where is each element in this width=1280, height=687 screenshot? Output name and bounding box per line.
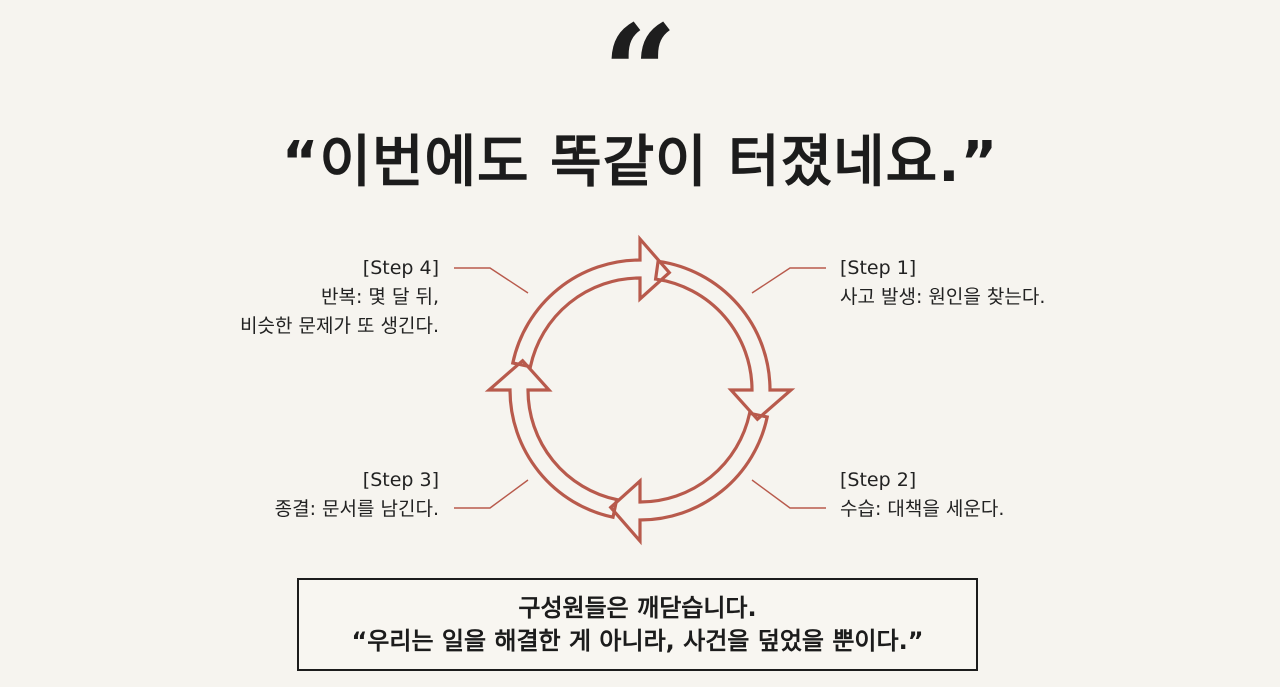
- step-1-label: [Step 1] 사고 발생: 원인을 찾는다.: [840, 254, 1045, 312]
- step-1-tag: [Step 1]: [840, 257, 917, 279]
- step-1-text: 사고 발생: 원인을 찾는다.: [840, 286, 1046, 308]
- headline: “이번에도 똑같이 터졌네요.”: [281, 130, 999, 195]
- step-4-text-2: 비슷한 문제가 또 생긴다.: [240, 315, 439, 337]
- step-4-tag: [Step 4]: [362, 257, 439, 279]
- step-3-tag: [Step 3]: [362, 469, 439, 491]
- step-3-label: [Step 3] 종결: 문서를 남긴다.: [275, 466, 439, 524]
- callout-box: 구성원들은 깨닫습니다. “우리는 일을 해결한 게 아니라, 사건을 덮었을 …: [297, 578, 978, 671]
- connector-step-3: [454, 479, 529, 509]
- cycle-arrow-4: [510, 234, 672, 369]
- quote-mark-icon: “: [602, 8, 678, 108]
- connector-step-2: [751, 479, 826, 509]
- callout-line-1: 구성원들은 깨닫습니다.: [518, 594, 757, 622]
- cycle-arrow-2: [608, 411, 770, 546]
- step-4-text-1: 반복: 몇 달 뒤,: [321, 286, 439, 308]
- step-4-label: [Step 4] 반복: 몇 달 뒤, 비슷한 문제가 또 생긴다.: [240, 254, 439, 341]
- callout-line-2: “우리는 일을 해결한 게 아니라, 사건을 덮었을 뿐이다.”: [351, 627, 924, 655]
- connector-step-1: [751, 267, 826, 294]
- step-2-text: 수습: 대책을 세운다.: [840, 498, 1005, 520]
- cycle-arrow-3: [484, 358, 619, 520]
- step-2-tag: [Step 2]: [840, 469, 917, 491]
- cycle-arrows: [484, 234, 796, 546]
- cycle-arrow-1: [653, 259, 796, 422]
- step-2-label: [Step 2] 수습: 대책을 세운다.: [840, 466, 1004, 524]
- step-3-text: 종결: 문서를 남긴다.: [274, 498, 439, 520]
- connector-lines: [454, 267, 826, 509]
- connector-step-4: [454, 267, 529, 294]
